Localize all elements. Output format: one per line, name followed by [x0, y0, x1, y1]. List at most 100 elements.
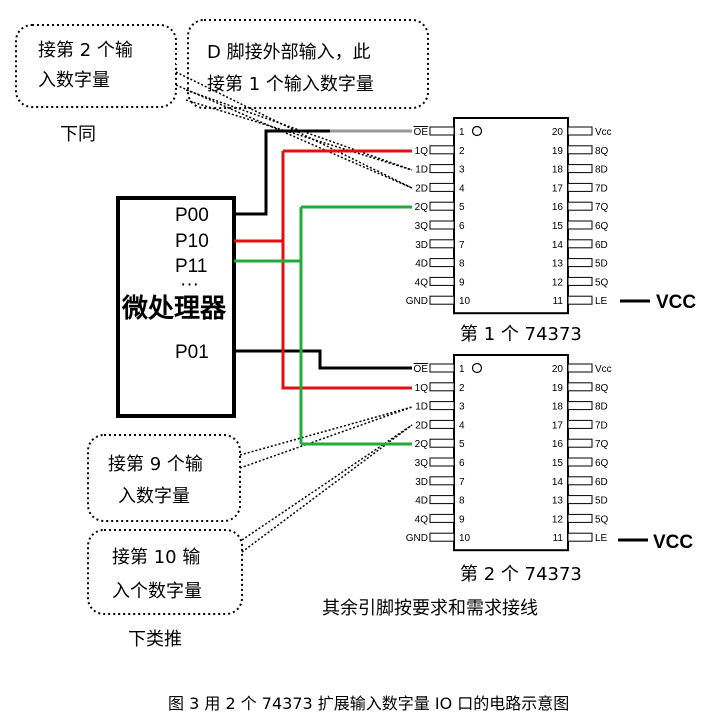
pin1-marker [471, 362, 483, 374]
pin-num-left-5: 5 [459, 202, 465, 213]
pin-name-right-12: 5Q [595, 514, 609, 525]
cpu-pin-ellipsis: ··· [180, 274, 199, 295]
pin-right-13 [567, 258, 593, 268]
callout-input-2-line1: 接第 2 个输 [38, 40, 133, 61]
pin-name-left-10: GND [406, 533, 428, 544]
pin-num-left-9: 9 [459, 514, 465, 525]
pin-num-left-3: 3 [459, 402, 465, 413]
pin-right-18 [567, 401, 593, 411]
callout-input-2-line2: 入数字量 [38, 70, 110, 91]
pin-name-right-15: 6Q [595, 458, 609, 469]
pin-name-right-18: 8D [595, 165, 608, 176]
pin-name-left-7: 3D [415, 477, 428, 488]
pin-left-10 [429, 295, 455, 305]
pin-name-right-11: LE [595, 296, 608, 307]
pin-num-left-7: 7 [459, 240, 465, 251]
pin-left-2 [429, 382, 455, 392]
pin-left-1 [429, 126, 455, 136]
callout-input-9: 接第 9 个输 入数字量 [87, 434, 241, 522]
pin-num-right-19: 19 [552, 383, 564, 394]
pin-num-left-5: 5 [459, 439, 465, 450]
pin-right-13 [567, 495, 593, 505]
pin-left-4 [429, 419, 455, 429]
pin-num-right-18: 18 [552, 165, 564, 176]
pin-name-left-6: 3Q [415, 458, 429, 469]
pin-num-right-17: 17 [552, 420, 564, 431]
callout-input-10-line1: 接第 10 输 [112, 547, 200, 568]
wires [234, 129, 412, 446]
callout-input-9-line2: 入数字量 [118, 486, 190, 507]
pin-num-left-7: 7 [459, 477, 465, 488]
pin-num-left-8: 8 [459, 496, 465, 507]
pin-num-left-10: 10 [459, 296, 471, 307]
pin-name-left-6: 3Q [415, 221, 429, 232]
pin-name-right-19: 8Q [595, 383, 609, 394]
pin-name-right-17: 7D [595, 183, 608, 194]
note-and-so-on: 下类推 [128, 629, 182, 650]
pin-right-16 [567, 438, 593, 448]
pin-left-7 [429, 239, 455, 249]
pin-name-right-15: 6Q [595, 221, 609, 232]
pin-num-left-8: 8 [459, 259, 465, 270]
callout-external-input: D 脚接外部输入，此 接第 1 个输入数字量 [187, 19, 429, 109]
pin-num-left-3: 3 [459, 165, 465, 176]
note-same-below: 下同 [60, 124, 96, 145]
pin-left-7 [429, 476, 455, 486]
vcc-label-chip2: VCC [653, 532, 693, 553]
figure-caption: 图 3 用 2 个 74373 扩展输入数字量 IO 口的电路示意图 [168, 694, 569, 713]
pin-num-left-4: 4 [459, 183, 465, 194]
pin-name-left-9: 4Q [415, 277, 429, 288]
pin-num-right-20: 20 [552, 364, 564, 375]
pin-left-4 [429, 182, 455, 192]
bottom-note: 其余引脚按要求和需求接线 [322, 598, 538, 619]
pin-name-left-10: GND [406, 296, 428, 307]
pin-name-left-8: 4D [415, 259, 428, 270]
pin-num-right-14: 14 [552, 240, 564, 251]
pin-name-right-13: 5D [595, 496, 608, 507]
pin-name-right-11: LE [595, 533, 608, 544]
pin-name-left-8: 4D [415, 496, 428, 507]
pin-num-right-12: 12 [552, 277, 564, 288]
pin-name-right-18: 8D [595, 402, 608, 413]
pin-right-16 [567, 201, 593, 211]
pin-num-left-2: 2 [459, 383, 465, 394]
pin-name-left-5: 2Q [415, 202, 429, 213]
pin-left-3 [429, 164, 455, 174]
pin-num-right-11: 11 [553, 533, 564, 544]
pin-num-right-11: 11 [553, 296, 564, 307]
pin-name-right-14: 6D [595, 477, 608, 488]
chip-body [453, 354, 569, 552]
pin-right-20 [567, 126, 593, 136]
pin-name-right-17: 7D [595, 420, 608, 431]
chip-body [453, 117, 569, 315]
pin-name-left-3: 1D [415, 402, 428, 413]
pin-left-5 [429, 201, 455, 211]
pin-num-left-1: 1 [459, 364, 465, 375]
pin-name-left-9: 4Q [415, 514, 429, 525]
pin-right-19 [567, 145, 593, 155]
pin-name-right-13: 5D [595, 259, 608, 270]
callout-input-10-line2: 入个数字量 [112, 581, 202, 602]
pin-name-right-20: Vcc [595, 127, 612, 138]
pin-num-right-15: 15 [552, 458, 564, 469]
pin-num-left-4: 4 [459, 420, 465, 431]
pin-right-15 [567, 457, 593, 467]
pin-left-6 [429, 457, 455, 467]
pin-left-5 [429, 438, 455, 448]
pin-right-11 [567, 295, 593, 305]
pin-left-2 [429, 145, 455, 155]
pin-left-8 [429, 258, 455, 268]
pin-left-3 [429, 401, 455, 411]
pin-right-15 [567, 220, 593, 230]
cpu-title: 微处理器 [121, 293, 227, 324]
pin-right-11 [567, 532, 593, 542]
pin-left-9 [429, 513, 455, 523]
pin-name-left-5: 2Q [415, 439, 429, 450]
pin-num-right-17: 17 [552, 183, 564, 194]
cpu-pin-p00: P00 [175, 205, 209, 226]
pin-num-right-12: 12 [552, 514, 564, 525]
pin-num-right-13: 13 [552, 259, 564, 270]
cpu-pin-p11: P11 [175, 256, 207, 277]
